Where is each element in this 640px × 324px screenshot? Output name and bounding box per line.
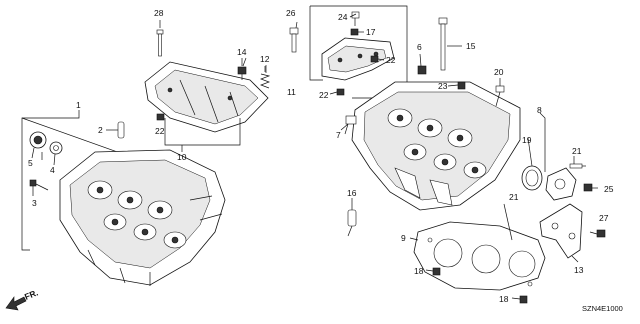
callout-21: 21 [572,146,582,156]
plug-16 [347,198,357,237]
cap-17 [350,28,359,36]
right-head-group [289,5,606,304]
seal-5 [29,131,47,159]
bolt-26 [289,27,299,53]
cap-22-left [156,113,165,121]
callout-10: 10 [177,152,187,162]
cap-22-a [370,55,379,63]
callout-13: 13 [574,265,584,275]
dowel-18-b [519,295,528,304]
cap-22-b [336,88,345,96]
callout-16: 16 [347,188,357,198]
cap-14 [237,58,247,80]
callout-24: 24 [338,12,348,22]
callout-26: 26 [286,8,296,18]
callout-20: 20 [494,67,504,77]
bolt-25 [583,183,598,192]
bolt-15 [438,17,462,71]
housing-8 [545,167,577,201]
fr-label: FR. [23,287,39,301]
cam-journals-right [387,108,487,179]
spring-12 [260,66,271,89]
bolt-21-a [569,163,586,169]
cylinder-head-right [351,81,521,211]
callout-11: 11 [287,87,296,97]
callout-18: 18 [414,266,424,276]
callout-12: 12 [260,54,270,64]
cam-journals-left [87,180,187,249]
front-direction-arrow: FR. [5,287,39,311]
callout-19: 19 [522,135,532,145]
left-head-group [21,20,271,286]
washer-4 [49,141,63,166]
gasket-9 [413,221,546,291]
screw-24 [351,11,360,26]
dowel-18-a [432,267,441,276]
callout-8: 8 [537,105,542,115]
bolt-28 [156,20,164,57]
diagram-code: SZN4E1000 [582,304,623,313]
callout-2: 2 [98,125,103,135]
callout-22: 22 [386,55,396,65]
callout-22: 22 [155,126,165,136]
rocker-assembly-left [144,61,269,133]
callout-6: 6 [417,42,422,52]
bracket-13 [539,203,583,259]
cylinder-head-left [59,149,226,286]
callout-27: 27 [599,213,609,223]
leader-lines [41,13,579,300]
callout-14: 14 [237,47,247,57]
plug-7 [340,115,357,131]
callout-3: 3 [32,198,37,208]
cap-6 [417,65,427,75]
callout-7: 7 [336,130,341,140]
callout-9: 9 [401,233,406,243]
sensor-20 [495,78,505,107]
callout-5: 5 [28,158,33,168]
bolt-3 [29,179,49,196]
dowel-2 [106,121,125,139]
callout-15: 15 [466,41,476,51]
cap-23 [457,81,466,90]
callout-18: 18 [499,294,509,304]
callout-28: 28 [154,8,164,18]
callout-21: 21 [509,192,519,202]
callout-labels: 28 14 12 10 22 1 2 5 4 3 26 24 17 22 11 … [28,8,614,304]
cam-holder-11 [321,37,395,81]
callout-17: 17 [366,27,376,37]
callout-1: 1 [76,100,81,110]
o-ring-19 [521,165,543,191]
callout-22: 22 [319,90,329,100]
bolt-27 [589,229,606,238]
callout-25: 25 [604,184,614,194]
callout-23: 23 [438,81,448,91]
callout-4: 4 [50,165,55,175]
